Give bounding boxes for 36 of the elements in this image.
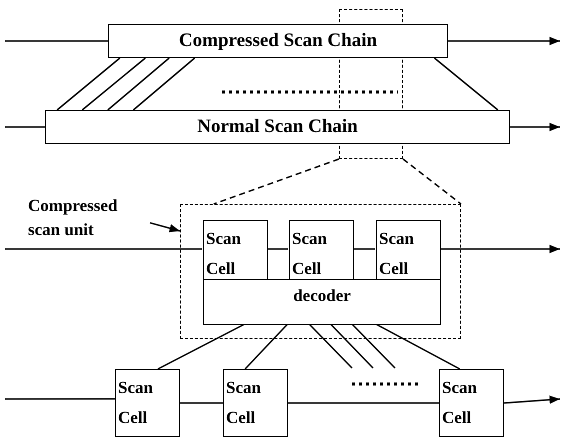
connector-line (132, 57, 196, 111)
arrow (510, 122, 560, 132)
compressed-unit-outline (180, 204, 461, 339)
scan-cell: Scan Cell (376, 220, 441, 280)
connector-line (244, 323, 288, 370)
scan-chain-block: Compressed Scan Chain (108, 24, 448, 58)
connector-line (56, 57, 120, 111)
scan-chain-block: Normal Scan Chain (45, 110, 510, 144)
scan-cell: Scan Cell (223, 369, 288, 437)
connector-line (5, 248, 202, 250)
connector-line (375, 323, 460, 370)
connector-line (353, 248, 375, 250)
connector-line (351, 323, 396, 369)
connector-line (5, 398, 115, 400)
connector-line (288, 402, 439, 404)
arrow (440, 244, 560, 254)
connector-line (5, 40, 108, 42)
connector-line (330, 323, 374, 369)
dashed-line (213, 158, 340, 205)
dashed-line (402, 158, 462, 205)
scan-cell: Scan Cell (439, 369, 504, 437)
decoder-block: decoder (203, 279, 441, 325)
scan-cell: Scan Cell (203, 220, 268, 280)
connector-line (308, 323, 353, 369)
arrow (150, 222, 180, 232)
connector-line (158, 323, 246, 370)
connector-line (5, 126, 45, 128)
connector-line (434, 57, 498, 111)
connector-line (107, 57, 170, 111)
arrow (504, 396, 560, 404)
callout-text: Compressed scan unit (28, 194, 150, 242)
connector-line (180, 402, 223, 404)
connector-line (82, 57, 146, 111)
connector-line (267, 248, 288, 250)
scan-cell: Scan Cell (115, 369, 180, 437)
arrow (448, 36, 560, 46)
